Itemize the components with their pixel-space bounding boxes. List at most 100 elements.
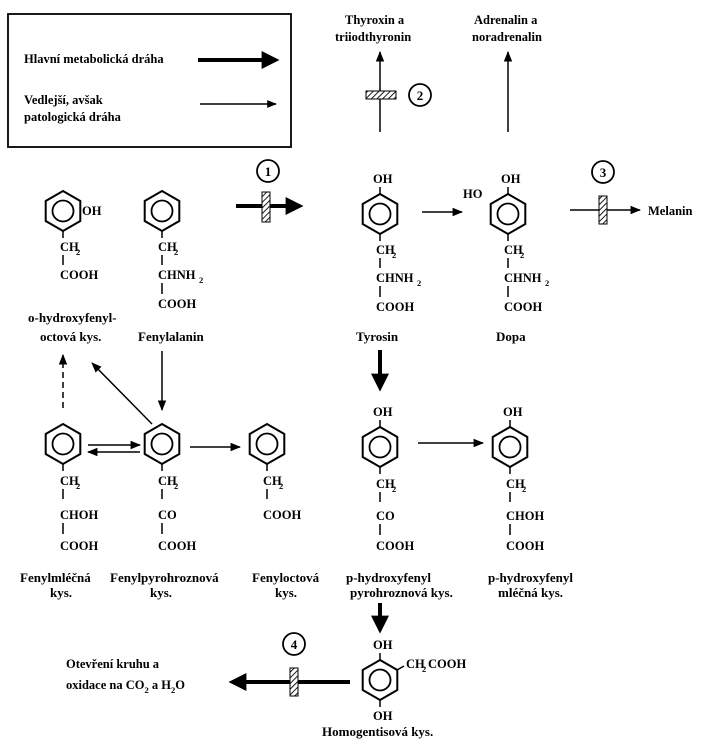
hpp-name-2: pyrohroznová kys. <box>350 585 453 600</box>
compound-homogentisic: OH CH 2 COOH OH <box>361 638 466 723</box>
choh-group: CHOH <box>60 508 98 522</box>
ch2-group: CH <box>504 243 523 257</box>
cooh-group: COOH <box>158 539 196 553</box>
cooh-group: COOH <box>60 539 98 553</box>
hpl-name-1: p-hydroxyfenyl <box>488 570 573 585</box>
ch2-group: CH <box>60 474 79 488</box>
dopa-name: Dopa <box>496 329 526 344</box>
cooh-group: COOH <box>506 539 544 553</box>
homogentisic-name: Homogentisová kys. <box>322 724 433 739</box>
block-3-number: 3 <box>600 165 607 180</box>
co-group: CO <box>376 509 395 523</box>
ch2-group: CH <box>158 474 177 488</box>
subscript: 2 <box>522 484 526 494</box>
co-group: CO <box>158 508 177 522</box>
o-hydroxyphenylacetic-name-1: o-hydroxyfenyl- <box>28 310 117 325</box>
ch2-group: CH <box>158 240 177 254</box>
subscript: 2 <box>422 664 426 674</box>
oh-group: OH <box>503 405 523 419</box>
phenylpyruvic-name-1: Fenylpyrohroznová <box>110 570 219 585</box>
phenyllactic-name-1: Fenylmléčná <box>20 570 91 585</box>
thyroxin-label-1: Thyroxin a <box>345 13 405 27</box>
subscript: 2 <box>520 250 524 260</box>
cooh-group: COOH <box>376 539 414 553</box>
legend-side-path-label-2: patologická dráha <box>24 110 122 124</box>
compound-tyrosine: OH CH 2 CHNH 2 COOH <box>361 172 421 314</box>
phenyllactic-name-2: kys. <box>50 585 72 600</box>
legend: Hlavní metabolická dráha Vedlejší, avšak… <box>7 13 292 148</box>
subscript: 2 <box>392 250 396 260</box>
adrenalin-label-2: noradrenalin <box>472 30 542 44</box>
compound-hydroxyphenylpyruvic: OH CH 2 CO COOH <box>361 405 414 553</box>
oh-group: OH <box>501 172 521 186</box>
adrenalin-label-1: Adrenalin a <box>474 13 538 27</box>
block-1-circle <box>256 159 280 183</box>
ch2-group: CH <box>263 474 282 488</box>
block-2-circle <box>408 83 432 107</box>
ch2cooh-group: CH <box>406 657 425 671</box>
subscript: 2 <box>392 484 396 494</box>
ch2-group: CH <box>506 477 525 491</box>
phenylacetic-name-1: Fenyloctová <box>252 570 320 585</box>
legend-side-path-label-1: Vedlejší, avšak <box>24 93 103 107</box>
block-4-number: 4 <box>291 637 298 652</box>
cooh-group: COOH <box>504 300 542 314</box>
cooh-group: COOH <box>60 268 98 282</box>
subscript: 2 <box>199 275 203 285</box>
compound-phenylacetic: CH 2 COOH <box>248 423 301 522</box>
compound-dopa: OH HO CH 2 CHNH 2 COOH <box>463 172 549 314</box>
legend-main-path-label: Hlavní metabolická dráha <box>24 52 164 66</box>
compound-o-hydroxyphenylacetic: OH CH 2 COOH <box>44 190 102 282</box>
compound-phenylpyruvic: CH 2 CO COOH <box>143 423 196 553</box>
hpl-name-2: mléčná kys. <box>498 585 563 600</box>
phenylacetic-name-2: kys. <box>275 585 297 600</box>
hpp-name-1: p-hydroxyfenyl <box>346 570 431 585</box>
ch2-group: CH <box>376 243 395 257</box>
block-bar-3 <box>598 195 608 225</box>
thyroxin-label-2: triiodthyronin <box>335 30 411 44</box>
phenylalanine-name: Fenylalanin <box>138 329 205 344</box>
melanin-label: Melanin <box>648 204 692 218</box>
o-hydroxyphenylacetic-name-2: octová kys. <box>40 329 101 344</box>
oh-group: OH <box>373 638 393 652</box>
block-bar-2 <box>365 90 397 100</box>
subscript: 2 <box>174 481 178 491</box>
subscript: 2 <box>545 278 549 288</box>
oh-group: OH <box>82 204 102 218</box>
block-2-number: 2 <box>417 88 424 103</box>
oxidation-label-1: Otevření kruhu a <box>66 657 160 671</box>
tyrosine-name: Tyrosin <box>356 329 399 344</box>
cooh-group: COOH <box>158 297 196 311</box>
oh-group: OH <box>373 405 393 419</box>
oh-group: OH <box>373 709 393 723</box>
block-3-circle <box>591 160 615 184</box>
ho-group: HO <box>463 187 483 201</box>
cooh-group: COOH <box>263 508 301 522</box>
block-4-circle <box>282 632 306 656</box>
block-bar-1 <box>261 191 271 223</box>
chnh2-group: CHNH <box>158 268 196 282</box>
block-1-number: 1 <box>265 164 272 179</box>
subscript: 2 <box>76 247 80 257</box>
ch2cooh-group-cooh: COOH <box>428 657 466 671</box>
compound-phenylalanine: CH 2 CHNH 2 COOH <box>143 190 203 311</box>
cooh-group: COOH <box>376 300 414 314</box>
arrow-phenylpyruvic-to-o-hydroxy <box>91 362 153 425</box>
phenylpyruvic-name-2: kys. <box>150 585 172 600</box>
ch2-group: CH <box>376 477 395 491</box>
subscript: 2 <box>76 481 80 491</box>
block-bar-4 <box>289 667 299 697</box>
legend-frame <box>7 13 292 148</box>
subscript: 2 <box>174 247 178 257</box>
compound-phenyllactic: CH 2 CHOH COOH <box>44 423 98 553</box>
oxidation-label-2: oxidace na CO2 a H2O <box>66 678 185 695</box>
compound-hydroxyphenyllactic: OH CH 2 CHOH COOH <box>491 405 544 553</box>
ch2-group: CH <box>60 240 79 254</box>
subscript: 2 <box>279 481 283 491</box>
choh-group: CHOH <box>506 509 544 523</box>
chnh2-group: CHNH <box>504 271 542 285</box>
subscript: 2 <box>417 278 421 288</box>
chnh2-group: CHNH <box>376 271 414 285</box>
